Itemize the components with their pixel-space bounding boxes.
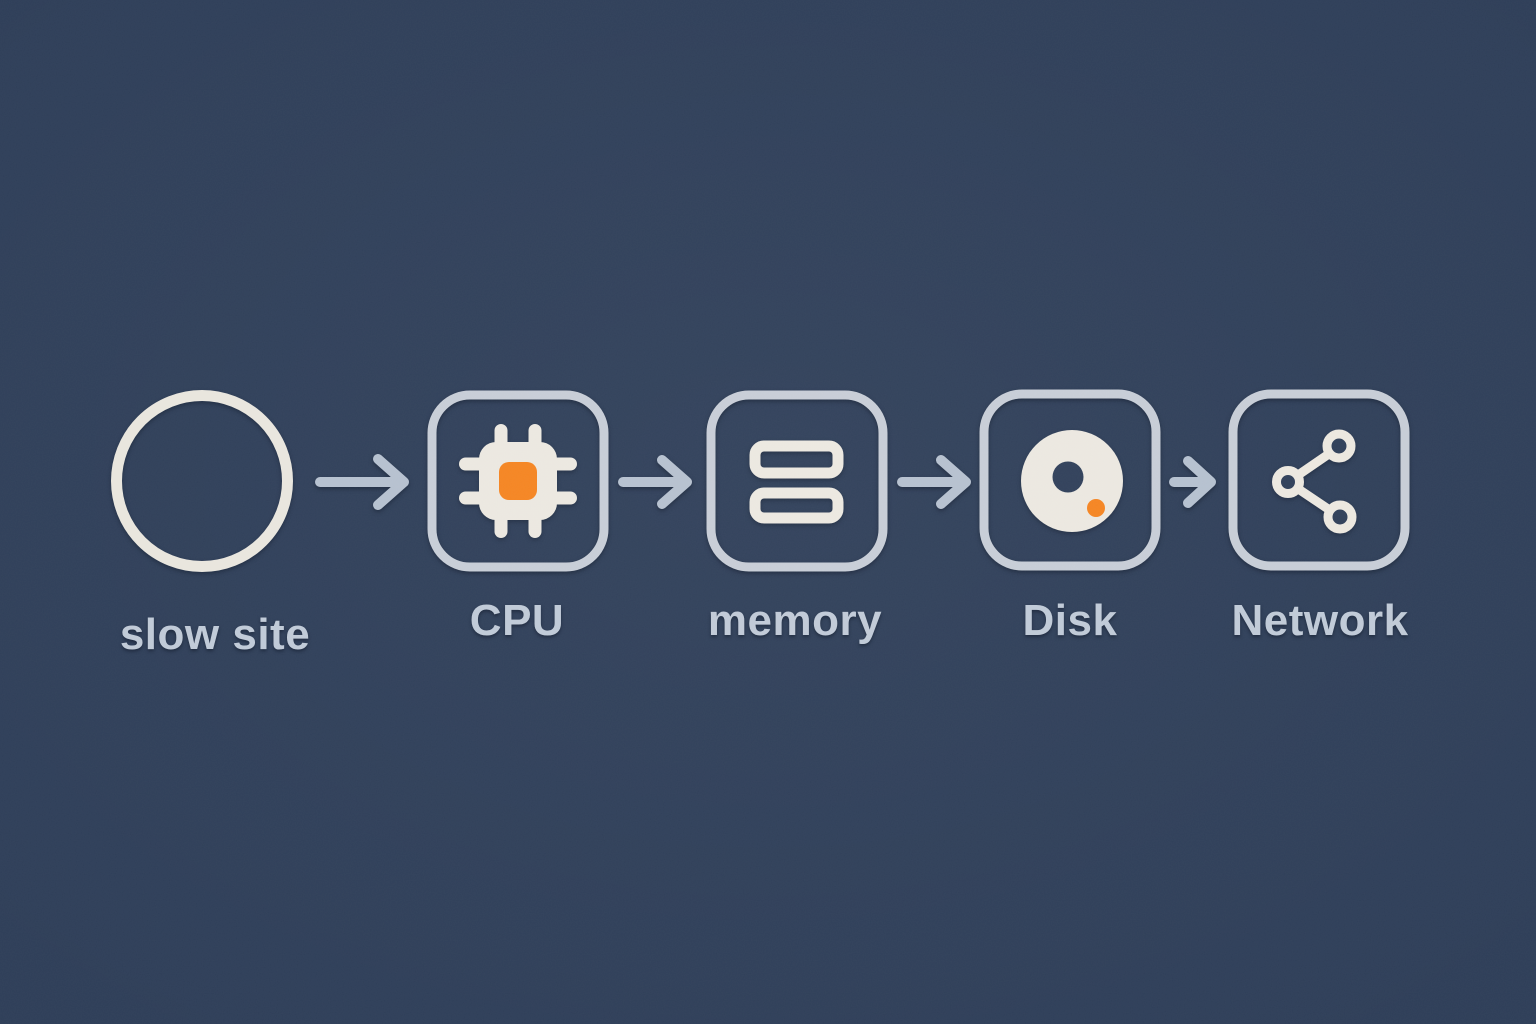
network-box bbox=[1228, 389, 1410, 571]
cpu-chip-icon bbox=[459, 424, 577, 538]
arrow-right-icon bbox=[618, 455, 692, 509]
circle-outline-icon bbox=[111, 390, 293, 572]
network-node bbox=[1228, 389, 1410, 571]
slow-site-node bbox=[111, 390, 293, 572]
disk-node bbox=[979, 389, 1161, 571]
cpu-node bbox=[427, 390, 609, 572]
network-label: Network bbox=[1231, 596, 1409, 645]
disk-donut-icon bbox=[1021, 430, 1123, 532]
memory-node bbox=[706, 390, 888, 572]
arrow-right-icon bbox=[315, 454, 409, 510]
share-nodes-icon bbox=[1272, 429, 1357, 534]
memory-box bbox=[706, 390, 888, 572]
ram-icon bbox=[749, 440, 844, 524]
cpu-core-accent bbox=[499, 462, 537, 500]
arrow-right-icon bbox=[1169, 456, 1216, 508]
memory-label: memory bbox=[707, 596, 883, 645]
cpu-label: CPU bbox=[469, 596, 565, 645]
slow-site-label: slow site bbox=[119, 610, 311, 659]
disk-label: Disk bbox=[1022, 596, 1118, 645]
arrow-right-icon bbox=[897, 455, 971, 509]
disk-dot-accent bbox=[1087, 499, 1105, 517]
